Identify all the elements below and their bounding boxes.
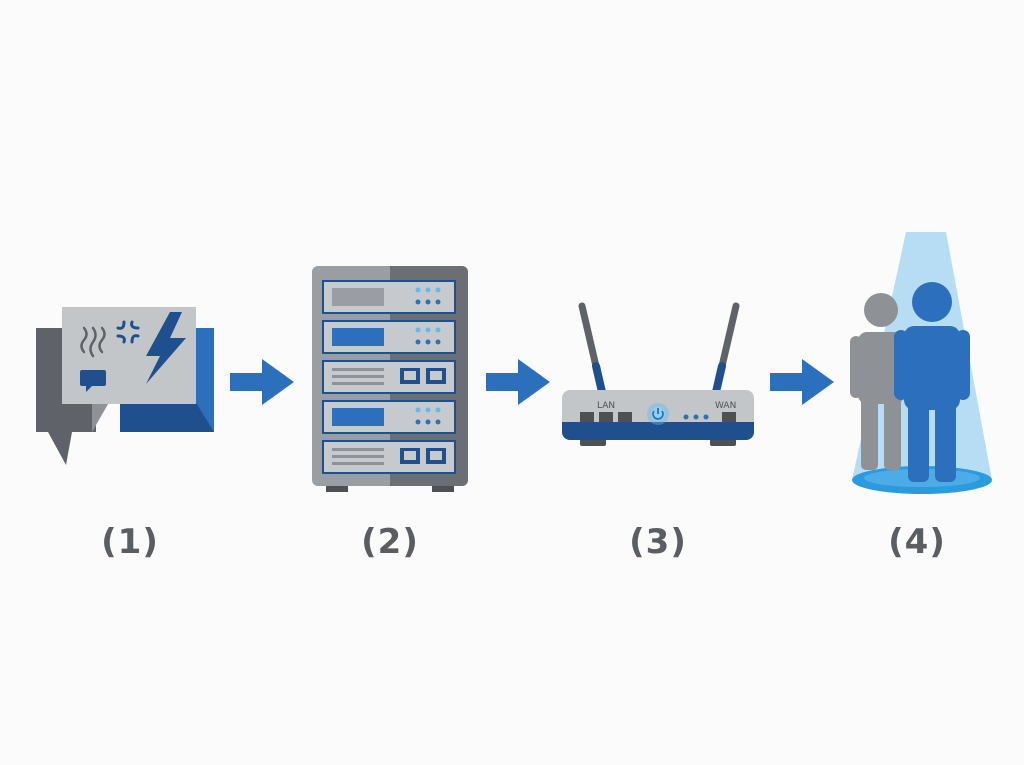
- highlighted-person-icon: [850, 232, 992, 494]
- router-lan-label: LAN: [597, 401, 615, 411]
- router-wan-label: WAN: [715, 401, 736, 411]
- arrow-right-icon: [486, 359, 550, 405]
- wifi-router-icon: [562, 302, 754, 446]
- step-label-3: (3): [629, 522, 687, 562]
- arrow-right-icon: [230, 359, 294, 405]
- server-rack-icon: [312, 266, 468, 492]
- angry-chat-bubbles-icon: [36, 307, 214, 465]
- step-label-1: (1): [101, 522, 159, 562]
- arrow-right-icon: [770, 359, 834, 405]
- step-label-4: (4): [888, 522, 946, 562]
- step-label-2: (2): [361, 522, 419, 562]
